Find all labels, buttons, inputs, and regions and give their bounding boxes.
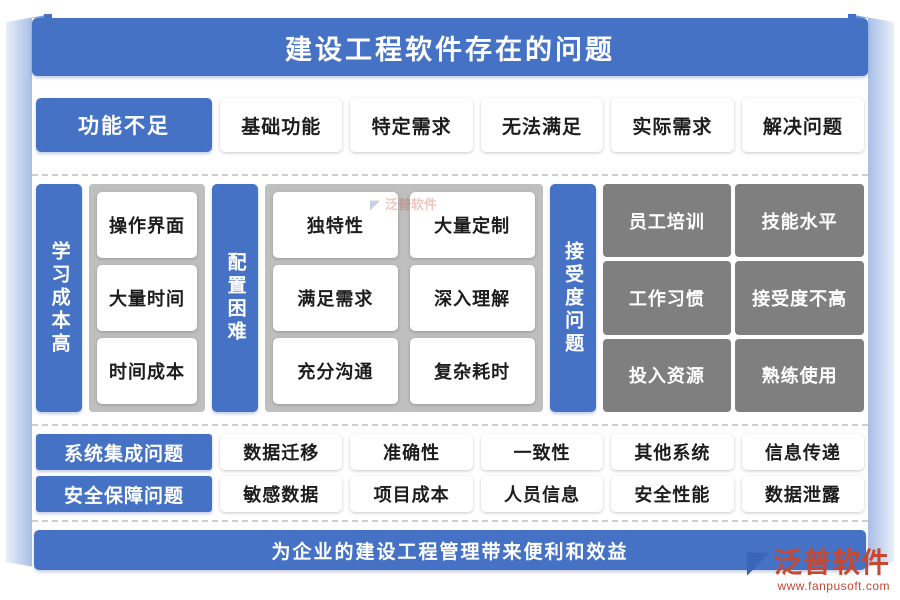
chip-acceptance-4[interactable]: 接受度不高 (735, 261, 864, 335)
chip-row1-4[interactable]: 实际需求 (611, 98, 734, 152)
section-label-function-deficiency[interactable]: 功能不足 (36, 98, 212, 152)
chip-row1-1[interactable]: 基础功能 (220, 98, 343, 152)
content-panel: 建设工程软件存在的问题 功能不足 基础功能 特定需求 无法满足 实际需求 解决问… (32, 18, 868, 570)
chip-row1-5[interactable]: 解决问题 (741, 98, 865, 152)
chip-row1-3[interactable]: 无法满足 (480, 98, 604, 152)
group-label-learning-cost[interactable]: 学习成本高 (36, 184, 82, 412)
chip-row: 满足需求 深入理解 (273, 265, 535, 331)
chip-integration-3[interactable]: 一致性 (480, 434, 604, 470)
chip-config-4[interactable]: 深入理解 (409, 265, 535, 331)
group-label-config-difficulty[interactable]: 配置困难 (212, 184, 258, 412)
section-function-deficiency: 功能不足 基础功能 特定需求 无法满足 实际需求 解决问题 (32, 88, 868, 176)
chip-security-1[interactable]: 敏感数据 (220, 476, 343, 512)
chip-config-6[interactable]: 复杂耗时 (409, 338, 535, 404)
chip-integration-1[interactable]: 数据迁移 (220, 434, 343, 470)
chip-acceptance-1[interactable]: 员工培训 (602, 184, 732, 258)
chip-acceptance-3[interactable]: 工作习惯 (602, 261, 732, 335)
chip-security-2[interactable]: 项目成本 (350, 476, 473, 512)
chip-security-5[interactable]: 数据泄露 (741, 476, 865, 512)
chip-acceptance-2[interactable]: 技能水平 (735, 184, 864, 258)
chip-learning-2[interactable]: 大量时间 (97, 265, 197, 331)
chip-config-3[interactable]: 满足需求 (273, 265, 398, 331)
group-body-learning-cost: 操作界面 大量时间 时间成本 (89, 184, 205, 412)
chip-config-1[interactable]: 独特性 (273, 192, 398, 258)
chip-integration-5[interactable]: 信息传递 (741, 434, 865, 470)
chip-row: 员工培训 技能水平 (602, 184, 864, 258)
chip-learning-3[interactable]: 时间成本 (97, 338, 197, 404)
row-label-system-integration[interactable]: 系统集成问题 (36, 434, 212, 470)
chip-config-5[interactable]: 充分沟通 (273, 338, 398, 404)
chip-row: 工作习惯 接受度不高 (602, 261, 864, 335)
chip-integration-4[interactable]: 其他系统 (611, 434, 734, 470)
chip-learning-1[interactable]: 操作界面 (97, 192, 197, 258)
chip-row: 充分沟通 复杂耗时 (273, 338, 535, 404)
footer-banner: 为企业的建设工程管理带来便利和效益 (34, 530, 866, 570)
page-title: 建设工程软件存在的问题 (32, 18, 868, 76)
group-body-config-difficulty: 独特性 大量定制 满足需求 深入理解 充分沟通 复杂耗时 (265, 184, 543, 412)
chip-row: 投入资源 熟练使用 (602, 338, 864, 412)
chip-row: 独特性 大量定制 (273, 192, 535, 258)
chip-config-2[interactable]: 大量定制 (409, 192, 535, 258)
chip-acceptance-5[interactable]: 投入资源 (602, 338, 732, 412)
group-body-acceptance-issue: 员工培训 技能水平 工作习惯 接受度不高 投入资源 熟练使用 (602, 184, 864, 412)
chip-acceptance-6[interactable]: 熟练使用 (735, 338, 864, 412)
chip-row1-2[interactable]: 特定需求 (350, 98, 473, 152)
section-bottom-rows: 系统集成问题 数据迁移 准确性 一致性 其他系统 信息传递 安全保障问题 敏感数… (32, 428, 868, 522)
chip-integration-2[interactable]: 准确性 (350, 434, 473, 470)
chip-security-3[interactable]: 人员信息 (480, 476, 604, 512)
row-label-security-assurance[interactable]: 安全保障问题 (36, 476, 212, 512)
logo-url-text: www.fanpusoft.com (777, 579, 890, 593)
group-label-acceptance-issue[interactable]: 接受度问题 (549, 184, 596, 412)
row-system-integration: 系统集成问题 数据迁移 准确性 一致性 其他系统 信息传递 (36, 434, 865, 470)
chip-security-4[interactable]: 安全性能 (611, 476, 734, 512)
section-middle-groups: 学习成本高 操作界面 大量时间 时间成本 配置困难 独特性 大量定制 满足需求 … (32, 178, 868, 426)
row-security-assurance: 安全保障问题 敏感数据 项目成本 人员信息 安全性能 数据泄露 (36, 476, 865, 512)
